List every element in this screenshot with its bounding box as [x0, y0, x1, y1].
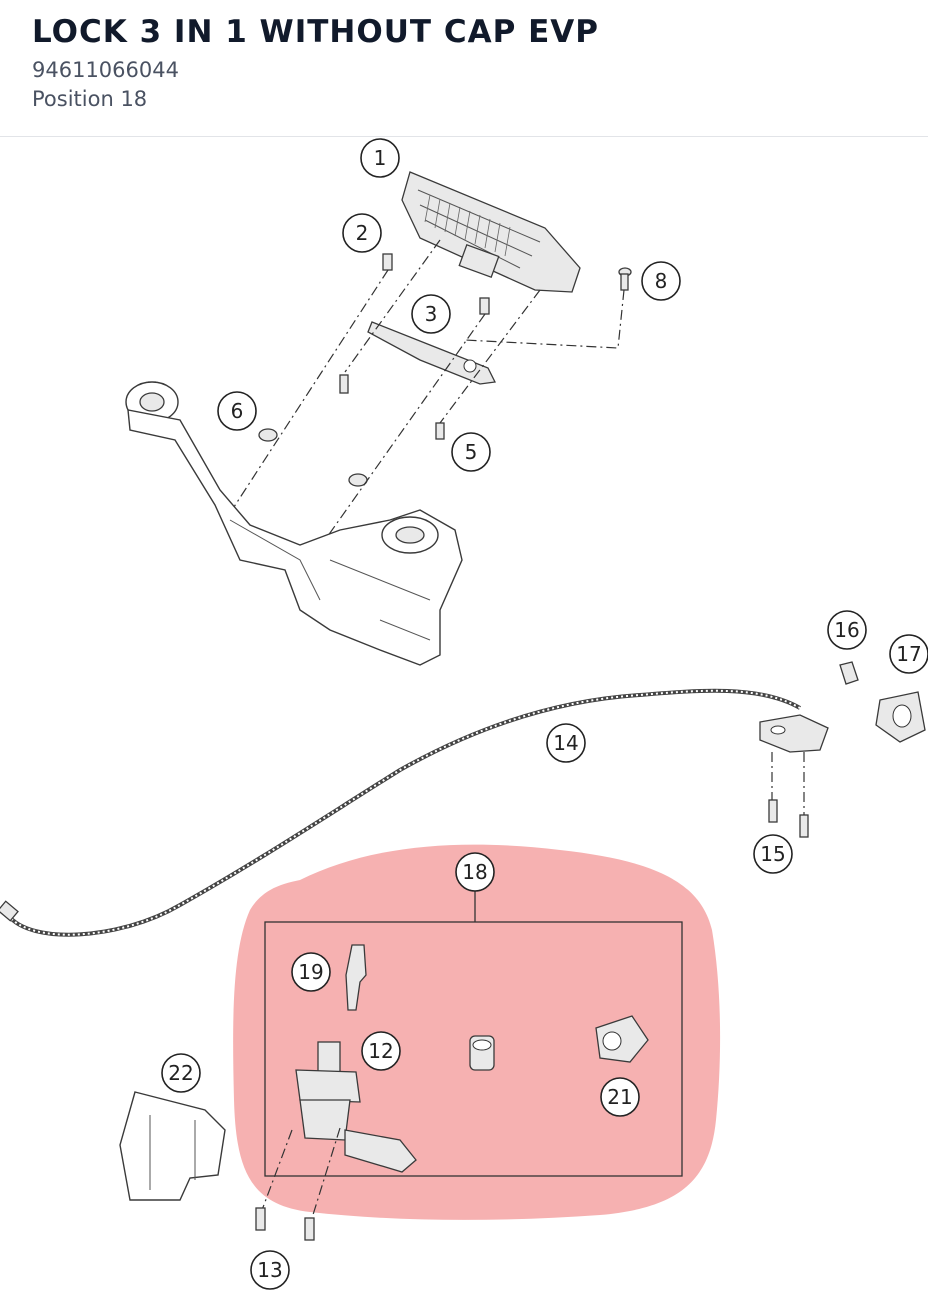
svg-text:14: 14 — [553, 731, 578, 755]
svg-text:19: 19 — [298, 960, 323, 984]
callout-3[interactable]: 3 — [411, 294, 451, 334]
callout-5[interactable]: 5 — [451, 432, 491, 472]
exploded-parts-diagram: 1 2 3 5 6 8 12 13 14 15 16 17 18 19 21 2… — [0, 138, 928, 1290]
fasteners-lower — [255, 1207, 315, 1241]
svg-text:18: 18 — [462, 860, 487, 884]
callout-22[interactable]: 22 — [161, 1053, 201, 1093]
svg-text:2: 2 — [356, 221, 369, 245]
fasteners-upper — [258, 253, 632, 487]
ignition-lock-part — [295, 1041, 417, 1173]
callout-18[interactable]: 18 — [455, 852, 495, 892]
callout-14[interactable]: 14 — [546, 723, 586, 763]
latch-part — [759, 661, 926, 838]
highlight-region — [233, 844, 721, 1220]
lock-cylinder-part — [469, 1035, 495, 1071]
svg-text:8: 8 — [655, 269, 668, 293]
svg-text:5: 5 — [465, 440, 478, 464]
cover-part — [119, 1091, 226, 1201]
callout-2[interactable]: 2 — [342, 213, 382, 253]
svg-text:22: 22 — [168, 1061, 193, 1085]
key-part — [345, 944, 367, 1011]
callout-19[interactable]: 19 — [291, 952, 331, 992]
part-number: 94611066044 — [32, 58, 179, 82]
callout-16[interactable]: 16 — [827, 610, 867, 650]
page-title: LOCK 3 IN 1 WITHOUT CAP EVP — [32, 14, 599, 50]
callout-17[interactable]: 17 — [889, 634, 928, 674]
callout-6[interactable]: 6 — [217, 391, 257, 431]
svg-text:12: 12 — [368, 1039, 393, 1063]
bracket-part — [367, 321, 496, 385]
callout-21[interactable]: 21 — [600, 1077, 640, 1117]
position-label: Position 18 — [32, 87, 148, 111]
seat-lock-part — [595, 1015, 649, 1063]
callout-8[interactable]: 8 — [641, 261, 681, 301]
header: LOCK 3 IN 1 WITHOUT CAP EVP 94611066044 … — [0, 0, 928, 137]
svg-text:1: 1 — [374, 146, 387, 170]
support-frame-part — [125, 381, 463, 666]
callout-13[interactable]: 13 — [250, 1250, 290, 1290]
kit-frame — [264, 921, 683, 1177]
svg-text:21: 21 — [607, 1085, 632, 1109]
svg-text:16: 16 — [834, 618, 859, 642]
callout-15[interactable]: 15 — [753, 834, 793, 874]
svg-text:6: 6 — [231, 399, 244, 423]
callout-1[interactable]: 1 — [360, 138, 400, 178]
svg-text:3: 3 — [425, 302, 438, 326]
svg-text:13: 13 — [257, 1258, 282, 1282]
callout-12[interactable]: 12 — [361, 1031, 401, 1071]
svg-text:17: 17 — [896, 642, 921, 666]
cable-part — [6, 688, 801, 937]
svg-text:15: 15 — [760, 842, 785, 866]
dashboard-part — [401, 171, 581, 293]
